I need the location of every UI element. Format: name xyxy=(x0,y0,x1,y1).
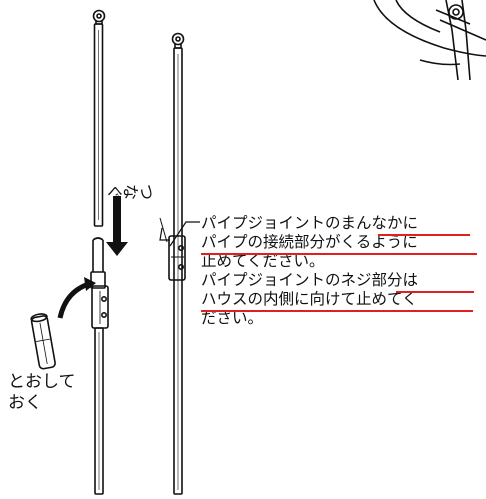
step-connect-label: つなぐ xyxy=(105,183,156,200)
underline-4 xyxy=(201,310,473,312)
underline-3 xyxy=(396,291,474,293)
pass-caption-line-1: とおして xyxy=(8,372,76,392)
pipe-joint-part xyxy=(30,313,56,370)
leader-line xyxy=(159,217,200,247)
right-pole xyxy=(159,32,186,495)
left-pole-upper xyxy=(92,9,106,227)
inset-detail xyxy=(373,0,486,81)
instruction-line-6: ださい。 xyxy=(201,309,264,327)
instruction-line-5: ハウスの内側に向けて止めてく xyxy=(201,290,418,308)
connect-arrow xyxy=(106,196,128,256)
instruction-line-3: 止めてください。 xyxy=(201,252,325,270)
joint-instructions: パイプジョイントのまんなかに パイプの接続部分がくるように 止めてください。 パ… xyxy=(201,214,483,328)
instruction-line-2: パイプの接続部分がくるように xyxy=(201,233,418,251)
left-pole-lower xyxy=(90,237,109,495)
underline-2 xyxy=(201,253,477,255)
pass-through-caption: とおして おく xyxy=(8,372,76,414)
underline-1 xyxy=(378,234,470,236)
instruction-line-4: パイプジョイントのネジ部分は xyxy=(201,271,419,289)
curved-arrow xyxy=(57,277,96,319)
pass-caption-line-2: おく xyxy=(8,393,42,413)
instruction-line-1: パイプジョイントのまんなかに xyxy=(201,214,419,232)
